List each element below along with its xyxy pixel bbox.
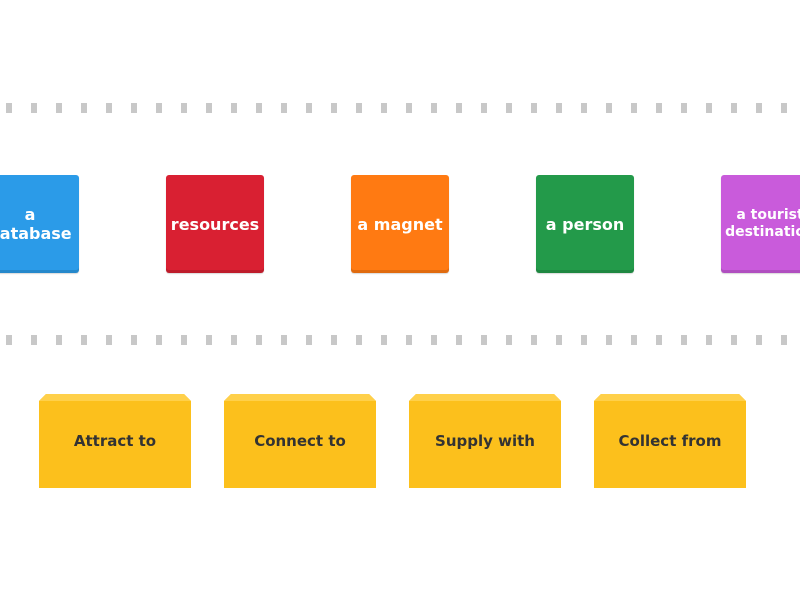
- divider-dash: [256, 103, 262, 113]
- divider-dash: [556, 103, 562, 113]
- divider-dash: [81, 335, 87, 345]
- drop-target-label: Connect to: [254, 432, 346, 450]
- divider-dash: [181, 335, 187, 345]
- divider-dash: [481, 103, 487, 113]
- divider-dash: [731, 103, 737, 113]
- divider-dash: [531, 103, 537, 113]
- drop-target-connect-to[interactable]: Connect to: [224, 394, 376, 488]
- divider-dash: [331, 103, 337, 113]
- divider-dash: [456, 103, 462, 113]
- divider-dash: [581, 103, 587, 113]
- answer-tile-magnet[interactable]: a magnet: [351, 175, 449, 273]
- divider-dash: [181, 103, 187, 113]
- drop-zone-divider-top: [0, 103, 800, 113]
- divider-dash: [406, 103, 412, 113]
- divider-dash: [406, 335, 412, 345]
- divider-dash: [681, 335, 687, 345]
- divider-dash: [106, 335, 112, 345]
- answer-tile-label: a database: [0, 205, 72, 243]
- divider-dash: [6, 335, 12, 345]
- drop-target-attract-to[interactable]: Attract to: [39, 394, 191, 488]
- divider-dash: [81, 103, 87, 113]
- divider-dash: [556, 335, 562, 345]
- divider-dash: [131, 103, 137, 113]
- divider-dash: [206, 103, 212, 113]
- divider-dash: [156, 335, 162, 345]
- divider-dash: [431, 335, 437, 345]
- drop-zone-divider-bottom: [0, 335, 800, 345]
- divider-dash: [781, 335, 787, 345]
- divider-dash: [431, 103, 437, 113]
- divider-dash: [106, 103, 112, 113]
- divider-dash: [231, 103, 237, 113]
- divider-dash: [756, 335, 762, 345]
- divider-dash: [31, 103, 37, 113]
- divider-dash: [631, 335, 637, 345]
- divider-dash: [156, 103, 162, 113]
- divider-dash: [256, 335, 262, 345]
- answer-tile-label: resources: [170, 214, 260, 234]
- divider-dash: [131, 335, 137, 345]
- divider-dash: [681, 103, 687, 113]
- drop-target-supply-with[interactable]: Supply with: [409, 394, 561, 488]
- answer-tile-database[interactable]: a database: [0, 175, 79, 273]
- drop-target-label: Supply with: [435, 432, 535, 450]
- divider-dash: [306, 103, 312, 113]
- divider-dash: [606, 103, 612, 113]
- answer-tile-label: a tourist destination: [725, 207, 800, 240]
- divider-dash: [606, 335, 612, 345]
- divider-dash: [356, 103, 362, 113]
- divider-dash: [706, 335, 712, 345]
- divider-dash: [6, 103, 12, 113]
- divider-dash: [656, 103, 662, 113]
- divider-dash: [581, 335, 587, 345]
- divider-dash: [381, 335, 387, 345]
- divider-dash: [231, 335, 237, 345]
- divider-dash: [56, 103, 62, 113]
- divider-dash: [281, 335, 287, 345]
- answer-tile-person[interactable]: a person: [536, 175, 634, 273]
- divider-dash: [781, 103, 787, 113]
- answer-tile-label: a magnet: [357, 214, 443, 234]
- drop-target-collect-from[interactable]: Collect from: [594, 394, 746, 488]
- divider-dash: [281, 103, 287, 113]
- divider-dash: [506, 103, 512, 113]
- divider-dash: [531, 335, 537, 345]
- divider-dash: [706, 103, 712, 113]
- answer-tile-label: a person: [545, 214, 625, 234]
- drop-target-label: Attract to: [73, 432, 157, 450]
- answer-tile-tourist-destination[interactable]: a tourist destination: [721, 175, 800, 273]
- divider-dash: [481, 335, 487, 345]
- drop-target-label: Collect from: [618, 432, 722, 450]
- divider-dash: [206, 335, 212, 345]
- answer-tile-resources[interactable]: resources: [166, 175, 264, 273]
- divider-dash: [731, 335, 737, 345]
- divider-dash: [356, 335, 362, 345]
- divider-dash: [381, 103, 387, 113]
- divider-dash: [631, 103, 637, 113]
- divider-dash: [31, 335, 37, 345]
- divider-dash: [756, 103, 762, 113]
- divider-dash: [506, 335, 512, 345]
- divider-dash: [56, 335, 62, 345]
- divider-dash: [656, 335, 662, 345]
- divider-dash: [306, 335, 312, 345]
- divider-dash: [331, 335, 337, 345]
- divider-dash: [456, 335, 462, 345]
